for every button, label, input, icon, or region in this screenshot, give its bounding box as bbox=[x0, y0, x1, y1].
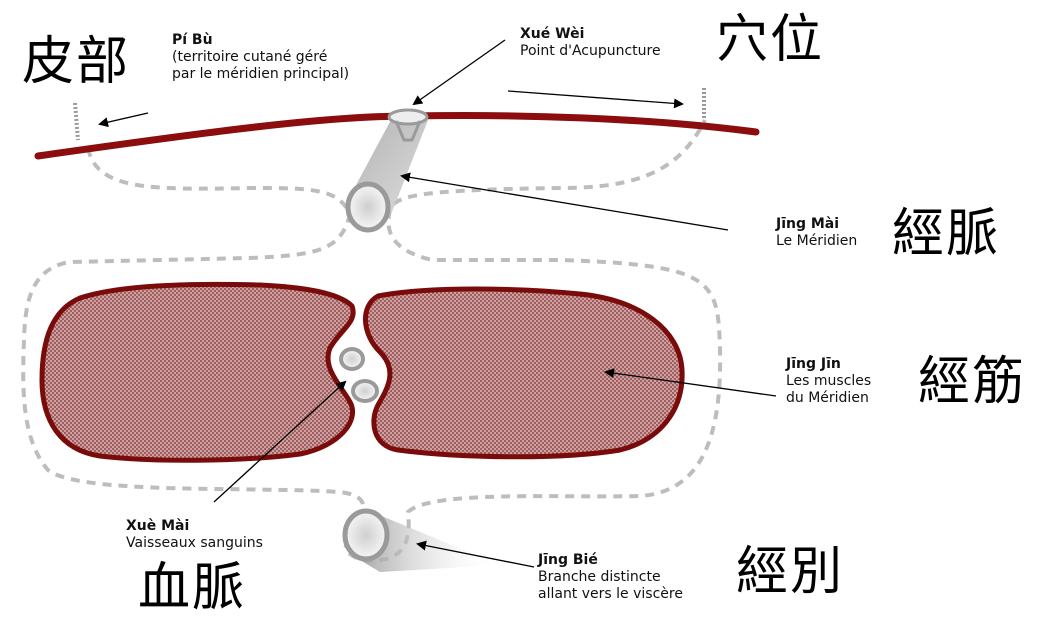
arrow-xue-wei bbox=[414, 40, 505, 104]
xue-mai-pinyin: Xuè Mài bbox=[126, 518, 263, 535]
arrow-xue-wei-right bbox=[508, 91, 682, 104]
jing-jin-pinyin: Jīng Jīn bbox=[786, 356, 871, 373]
jing-bie-chinese: 經別 bbox=[736, 544, 844, 600]
xue-mai-desc: Vaisseaux sanguins bbox=[126, 535, 263, 552]
jing-mai-desc: Le Méridien bbox=[776, 233, 857, 250]
jing-mai-pinyin: Jīng Mài bbox=[776, 216, 857, 233]
jing-mai-label: Jīng Mài Le Méridien bbox=[776, 216, 857, 250]
jing-mai-chinese: 經脈 bbox=[892, 206, 1000, 262]
jing-bie-label: Jīng Bié Branche distincte allant vers l… bbox=[538, 552, 683, 603]
arrow-jing-mai bbox=[402, 176, 728, 230]
pi-bu-desc-1: (territoire cutané géré bbox=[172, 49, 349, 66]
xue-mai-label: Xuè Mài Vaisseaux sanguins bbox=[126, 518, 263, 552]
arrow-pi-bu bbox=[100, 113, 148, 124]
pi-bu-desc-2: par le méridien principal) bbox=[172, 66, 349, 83]
xue-wei-pinyin: Xué Wèi bbox=[520, 26, 661, 43]
blood-vessel-upper bbox=[341, 349, 363, 369]
pi-bu-label: Pí Bù (territoire cutané géré par le mér… bbox=[172, 32, 349, 83]
meridian-vessel bbox=[348, 184, 388, 230]
jing-bie-desc-1: Branche distincte bbox=[538, 569, 683, 586]
xue-wei-chinese: 穴位 bbox=[716, 12, 824, 68]
jing-jin-label: Jīng Jīn Les muscles du Méridien bbox=[786, 356, 871, 407]
jing-bie-pinyin: Jīng Bié bbox=[538, 552, 683, 569]
xue-mai-chinese: 血脈 bbox=[138, 560, 246, 616]
xue-wei-label: Xué Wèi Point d'Acupuncture bbox=[520, 26, 661, 60]
pi-bu-pinyin: Pí Bù bbox=[172, 32, 349, 49]
blood-vessel-lower bbox=[353, 381, 377, 401]
right-muscle bbox=[365, 289, 682, 457]
jing-jin-desc-2: du Méridien bbox=[786, 390, 871, 407]
jing-jin-desc-1: Les muscles bbox=[786, 373, 871, 390]
distinct-branch-vessel bbox=[345, 511, 387, 559]
xue-wei-desc: Point d'Acupuncture bbox=[520, 43, 661, 60]
pi-bu-chinese: 皮部 bbox=[22, 34, 130, 90]
jing-bie-desc-2: allant vers le viscère bbox=[538, 586, 683, 603]
jing-jin-chinese: 經筋 bbox=[918, 354, 1026, 410]
left-muscle bbox=[42, 284, 353, 460]
skin-left-marker bbox=[75, 103, 78, 140]
